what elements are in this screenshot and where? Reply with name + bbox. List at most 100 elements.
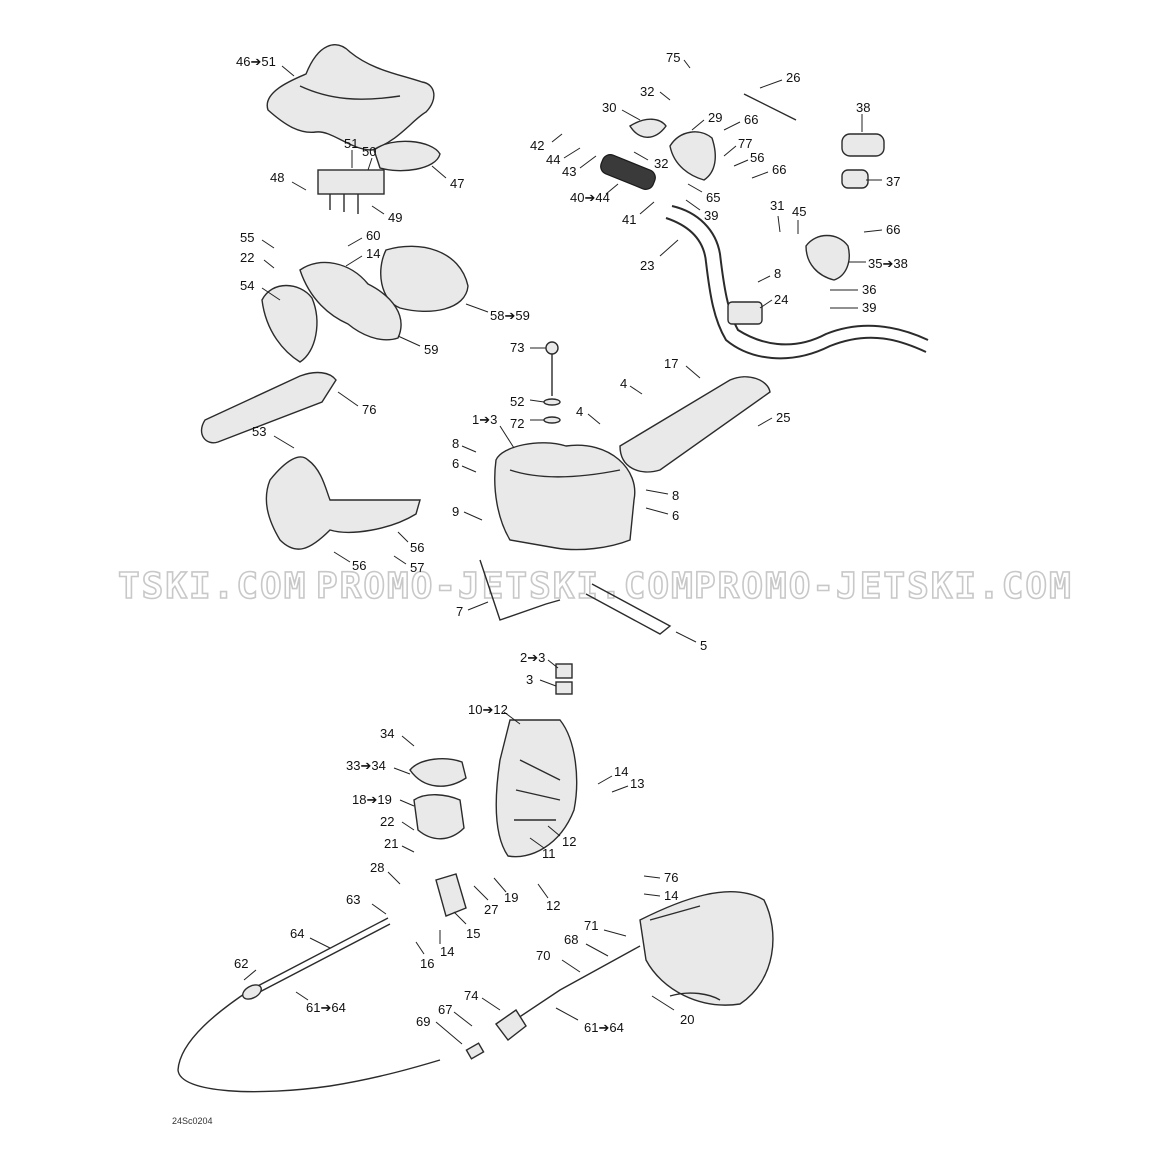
- callout-label: 13: [630, 776, 644, 791]
- callout-13: 13: [611, 776, 644, 793]
- lower-cover: [265, 456, 421, 550]
- callout-56: 56: [733, 150, 764, 167]
- callout-label: 66: [744, 112, 758, 127]
- callout-label: 17: [664, 356, 678, 371]
- callout-label: 37: [886, 174, 900, 189]
- nut-3: [555, 681, 573, 695]
- callout-label: 4: [576, 404, 583, 419]
- callout-40: 40➔44: [570, 183, 619, 205]
- callout-1: 1➔3: [472, 412, 515, 449]
- callout-71: 71: [584, 918, 627, 937]
- handlebar-tube-inner: [671, 205, 929, 346]
- callout-55: 55: [240, 230, 275, 249]
- jet-nozzle: [639, 891, 774, 1006]
- callout-6: 6: [452, 456, 477, 473]
- callout-label: 25: [776, 410, 790, 425]
- callout-label: 6: [452, 456, 459, 471]
- callout-label: 2➔3: [520, 650, 545, 665]
- callout-38: 38: [856, 100, 870, 132]
- callout-label: 36: [862, 282, 876, 297]
- callout-27: 27: [473, 885, 498, 917]
- callout-label: 19: [504, 890, 518, 905]
- callout-62: 62: [234, 956, 257, 981]
- callout-52: 52: [510, 394, 545, 409]
- callout-28: 28: [370, 860, 401, 885]
- callout-65: 65: [687, 183, 720, 205]
- callout-label: 5: [700, 638, 707, 653]
- callout-56: 56: [397, 531, 424, 555]
- callout-label: 9: [452, 504, 459, 519]
- callout-11: 11: [529, 837, 556, 861]
- callout-label: 43: [562, 164, 576, 179]
- callout-39: 39: [685, 199, 718, 223]
- callout-label: 63: [346, 892, 360, 907]
- callout-label: 60: [366, 228, 380, 243]
- grip-cover: [380, 245, 469, 313]
- callout-label: 38: [856, 100, 870, 115]
- callout-label: 24: [774, 292, 788, 307]
- diagram-code: 24Sc0204: [172, 1116, 213, 1126]
- callout-label: 74: [464, 988, 478, 1003]
- callout-63: 63: [346, 892, 387, 915]
- callout-label: 14: [664, 888, 678, 903]
- callout-label: 20: [680, 1012, 694, 1027]
- callout-60: 60: [347, 228, 380, 247]
- callout-15: 15: [453, 911, 480, 941]
- callout-label: 14: [614, 764, 628, 779]
- callout-4: 4: [576, 404, 601, 425]
- callout-17: 17: [664, 356, 701, 379]
- callout-39: 39: [830, 300, 876, 315]
- callout-label: 34: [380, 726, 394, 741]
- cable-ball-joint: [242, 984, 262, 1000]
- callout-42: 42: [530, 133, 563, 153]
- callout-label: 73: [510, 340, 524, 355]
- callout-7: 7: [456, 601, 489, 619]
- callout-50: 50: [362, 144, 376, 171]
- callout-25: 25: [757, 410, 790, 427]
- callout-22: 22: [240, 250, 275, 269]
- callout-label: 67: [438, 1002, 452, 1017]
- callout-label: 22: [240, 250, 254, 265]
- callout-label: 35➔38: [868, 256, 908, 271]
- callout-label: 46➔51: [236, 54, 276, 69]
- callout-23: 23: [640, 239, 679, 273]
- callout-label: 23: [640, 258, 654, 273]
- callout-36: 36: [830, 282, 876, 297]
- callout-label: 62: [234, 956, 248, 971]
- callout-12: 12: [537, 883, 560, 913]
- callout-label: 65: [706, 190, 720, 205]
- callout-35: 35➔38: [848, 256, 908, 271]
- right-grip: [600, 154, 656, 190]
- callout-label: 61➔64: [306, 1000, 346, 1015]
- callout-label: 11: [542, 846, 556, 861]
- left-handle-grip: [200, 371, 337, 444]
- callout-label: 72: [510, 416, 524, 431]
- callout-label: 64: [290, 926, 304, 941]
- callout-label: 12: [546, 898, 560, 913]
- callout-32: 32: [633, 151, 668, 171]
- left-cover-upper: [299, 261, 402, 341]
- callout-label: 4: [620, 376, 627, 391]
- callout-9: 9: [452, 504, 483, 521]
- callout-label: 39: [704, 208, 718, 223]
- callout-56: 56: [333, 551, 366, 573]
- callout-20: 20: [651, 995, 694, 1027]
- steering-lever: [435, 873, 467, 917]
- callout-30: 30: [602, 100, 641, 121]
- callout-label: 33➔34: [346, 758, 386, 773]
- callout-label: 76: [362, 402, 376, 417]
- callout-label: 52: [510, 394, 524, 409]
- callout-label: 69: [416, 1014, 430, 1029]
- callout-14: 14: [597, 764, 628, 785]
- callout-34: 34: [380, 726, 415, 747]
- callout-14: 14: [643, 888, 678, 903]
- callout-61: 61➔64: [555, 1007, 624, 1035]
- callout-37: 37: [866, 174, 900, 189]
- callout-label: 1➔3: [472, 412, 497, 427]
- callout-label: 16: [420, 956, 434, 971]
- callout-label: 70: [536, 948, 550, 963]
- callout-label: 18➔19: [352, 792, 392, 807]
- callout-label: 3: [526, 672, 533, 687]
- clip-69: [465, 1042, 485, 1060]
- callout-66: 66: [863, 222, 900, 237]
